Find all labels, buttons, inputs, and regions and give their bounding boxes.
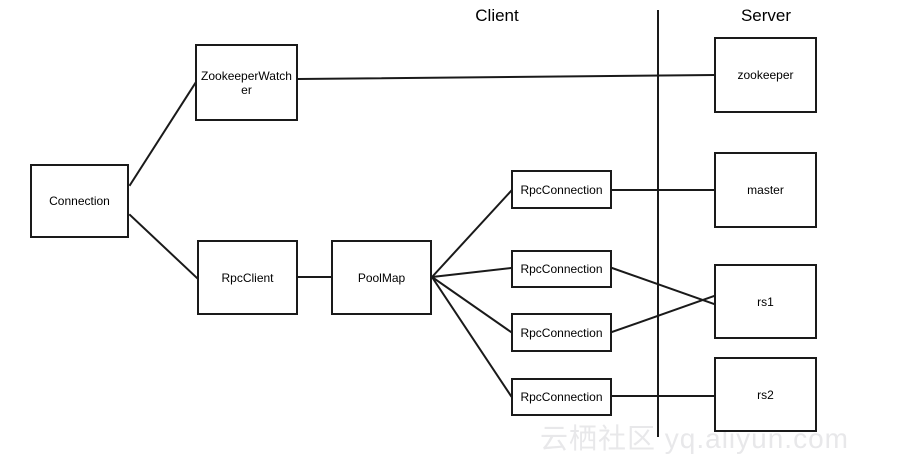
lane-title-client: Client	[475, 6, 519, 25]
node-connection[interactable]: Connection	[30, 164, 129, 238]
node-label-rpc-client: RpcClient	[221, 270, 274, 285]
node-label-rpc-connection-3: RpcConnection	[520, 325, 603, 340]
node-master[interactable]: master	[714, 152, 817, 228]
edge-pool-map-to-rpc-connection-3	[430, 275, 513, 334]
node-label-zookeeper: zookeeper	[737, 68, 794, 82]
node-rpc-connection-2[interactable]: RpcConnection	[511, 250, 612, 288]
node-label-rpc-connection-1: RpcConnection	[520, 182, 603, 197]
edge-zookeeper-watcher-to-zookeeper	[296, 73, 716, 81]
edge-connection-to-rpc-client	[128, 213, 199, 280]
node-label-rpc-connection-2: RpcConnection	[520, 262, 603, 276]
edge-pool-map-to-rpc-connection-1	[430, 189, 513, 279]
node-pool-map[interactable]: PoolMap	[331, 240, 432, 315]
node-rs1[interactable]: rs1	[714, 264, 817, 339]
node-rpc-connection-3[interactable]: RpcConnection	[511, 313, 612, 352]
edge-rpc-connection-3-to-rs1	[610, 294, 716, 334]
node-rs2[interactable]: rs2	[714, 357, 817, 432]
node-label-rs2: rs2	[757, 387, 774, 402]
node-rpc-connection-4[interactable]: RpcConnection	[511, 378, 612, 416]
node-label-rpc-connection-4: RpcConnection	[520, 390, 603, 404]
node-label-master: master	[747, 183, 784, 197]
edge-connection-to-zookeeper-watcher	[128, 80, 198, 187]
node-label-zookeeper-watcher: ZookeeperWatcher	[201, 68, 292, 97]
edge-layer	[128, 73, 716, 398]
edge-pool-map-to-rpc-connection-2	[430, 266, 513, 279]
node-label-pool-map: PoolMap	[357, 270, 406, 285]
edge-pool-map-to-rpc-connection-4	[430, 275, 513, 398]
node-label-connection: Connection	[49, 194, 110, 208]
edge-rpc-connection-2-to-rs1	[610, 266, 716, 306]
node-rpc-connection-1[interactable]: RpcConnection	[511, 170, 612, 209]
node-label-rs1: rs1	[757, 294, 774, 309]
lane-title-server: Server	[740, 6, 792, 25]
node-zookeeper[interactable]: zookeeper	[714, 37, 817, 113]
node-rpc-client[interactable]: RpcClient	[197, 240, 298, 315]
node-zookeeper-watcher[interactable]: ZookeeperWatcher	[195, 44, 298, 121]
